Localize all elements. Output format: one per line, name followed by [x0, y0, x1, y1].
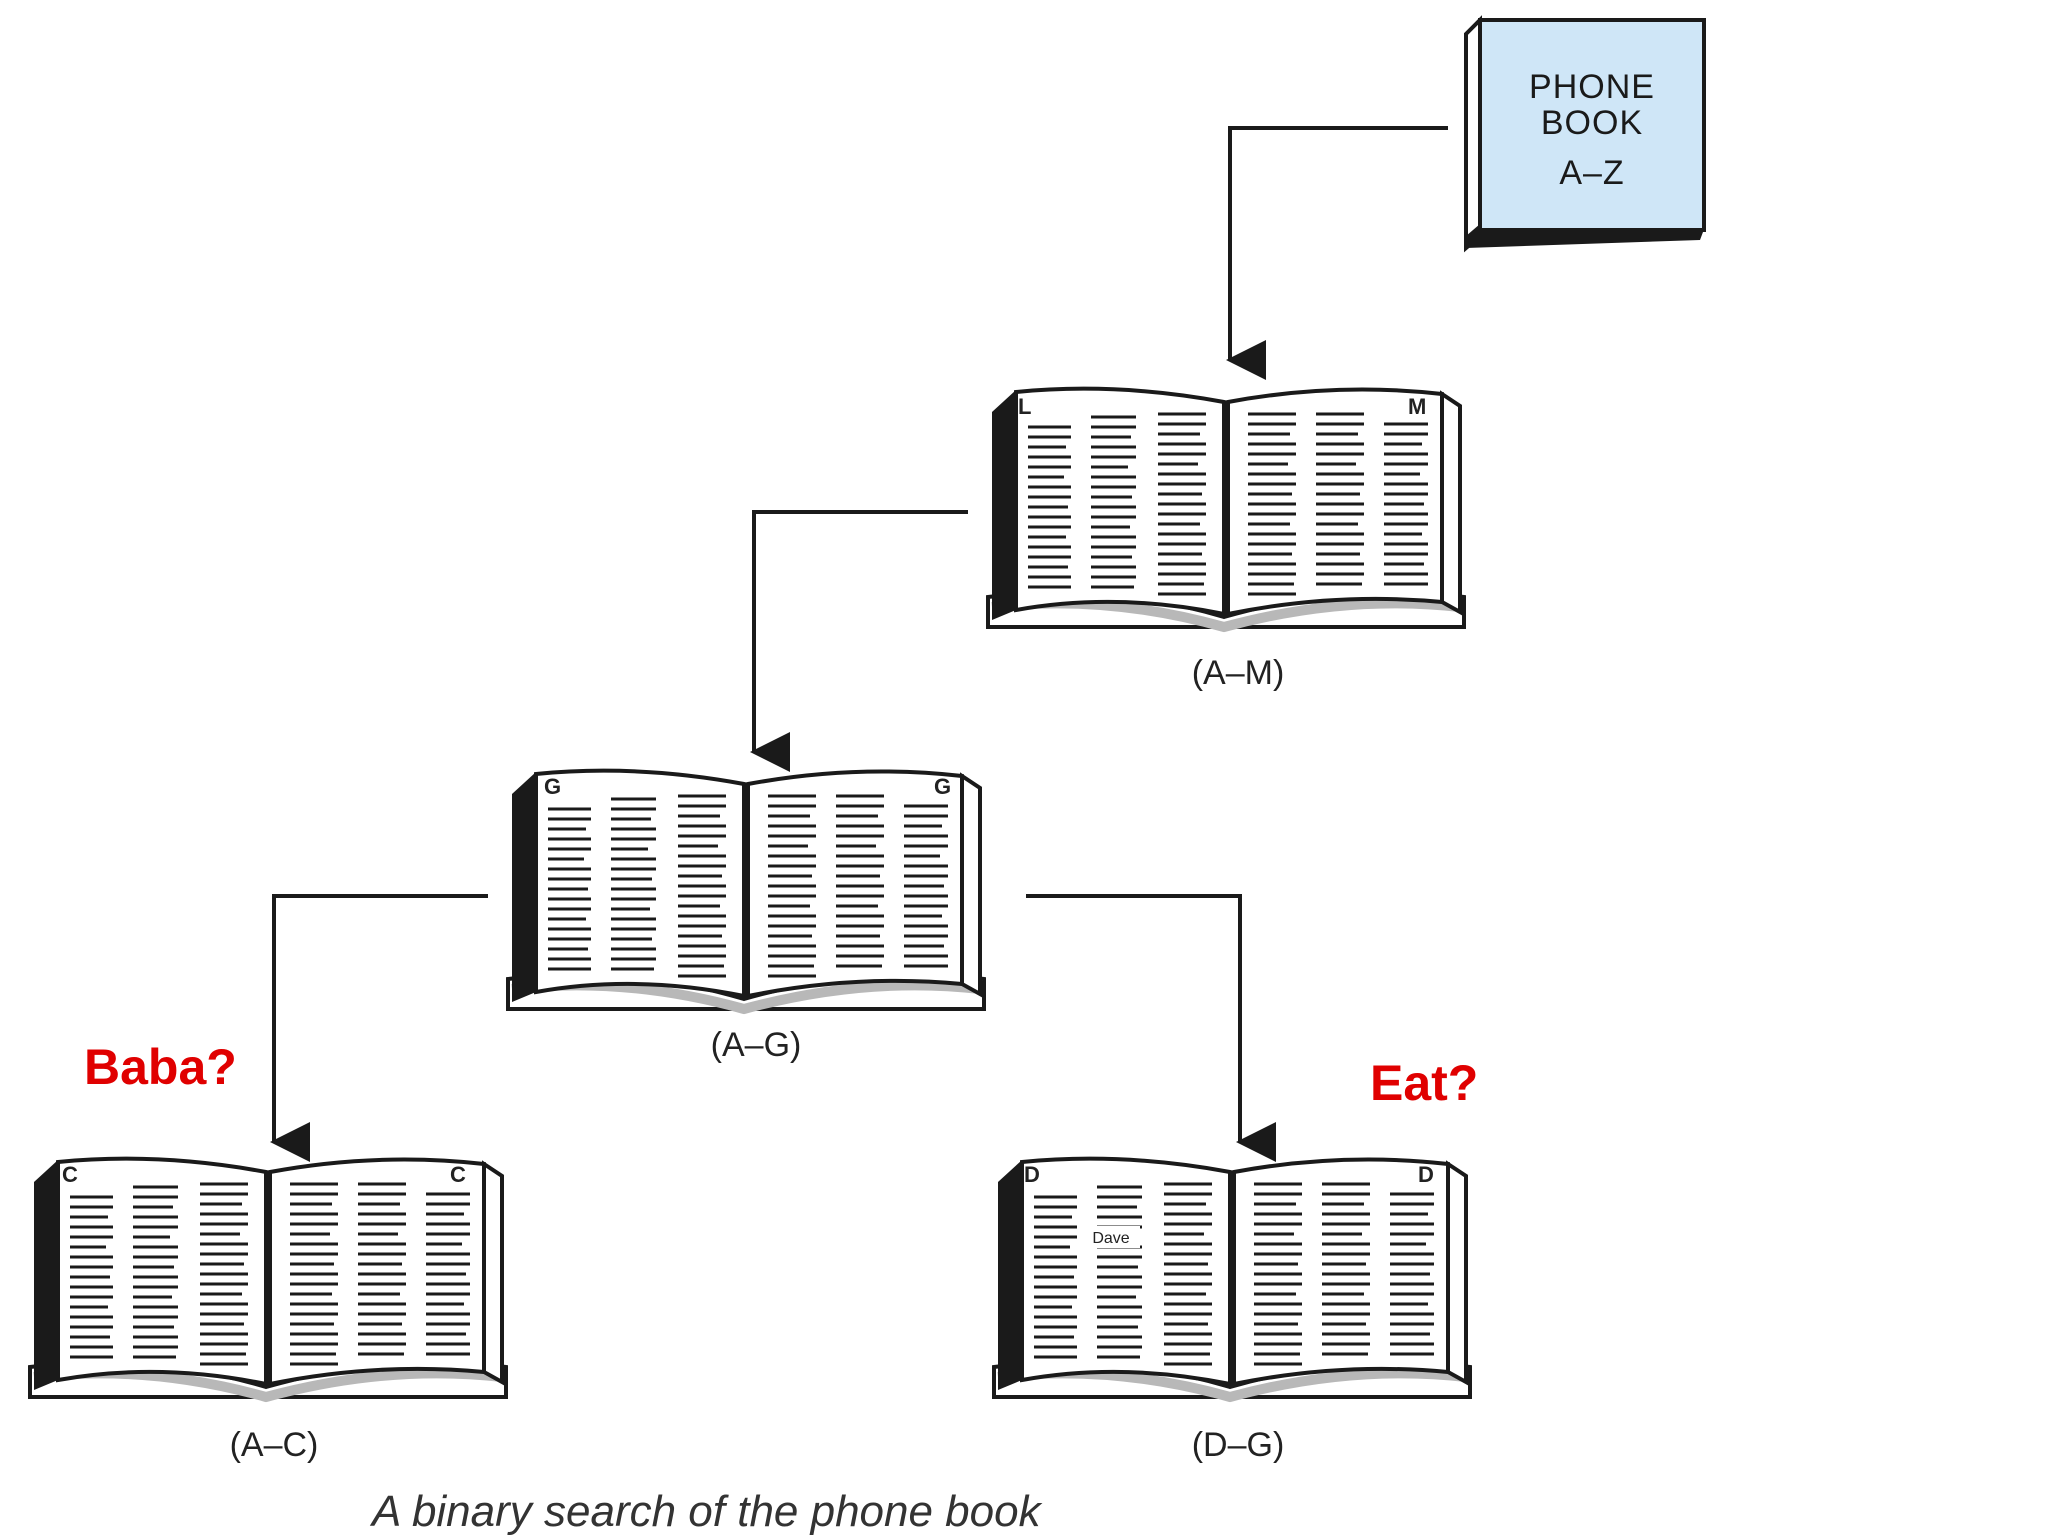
question-eat: Eat?	[1370, 1055, 1478, 1111]
page-letter-right-a-g: G	[934, 774, 951, 799]
open-book-d-g: D D Dave	[994, 1159, 1470, 1397]
page-letter-left-a-g: G	[544, 774, 561, 799]
page-letter-right-d-g: D	[1418, 1162, 1434, 1187]
range-label-d-g: (D–G)	[1192, 1426, 1285, 1464]
open-book-a-c: C C	[30, 1159, 506, 1397]
cover-line-phone: PHONE	[1529, 68, 1655, 106]
page-letter-right-a-c: C	[450, 1162, 466, 1187]
page-letter-right-a-m: M	[1408, 394, 1426, 419]
page-letter-left-d-g: D	[1024, 1162, 1040, 1187]
phone-book-cover: PHONE BOOK A–Z	[1464, 15, 1706, 253]
range-label-a-g: (A–G)	[711, 1026, 802, 1064]
cover-line-book: BOOK	[1541, 104, 1643, 142]
open-book-a-m: L M	[988, 389, 1464, 627]
question-baba: Baba?	[84, 1039, 237, 1095]
page-word-d-g: Dave	[1092, 1230, 1129, 1247]
connector-ag-to-ac	[270, 894, 488, 1162]
page-letter-left-a-c: C	[62, 1162, 78, 1187]
diagram-caption: A binary search of the phone book	[369, 1487, 1043, 1536]
connector-lines	[270, 126, 1448, 1162]
connector-ag-to-dg	[1026, 894, 1276, 1162]
open-book-a-g: G G	[508, 771, 984, 1009]
connector-am-to-ag	[750, 510, 968, 772]
range-label-a-m: (A–M)	[1192, 654, 1285, 692]
connector-phonebook-to-am	[1226, 126, 1448, 380]
cover-line-range: A–Z	[1559, 154, 1624, 192]
range-label-a-c: (A–C)	[230, 1426, 319, 1464]
page-letter-left-a-m: L	[1018, 394, 1031, 419]
